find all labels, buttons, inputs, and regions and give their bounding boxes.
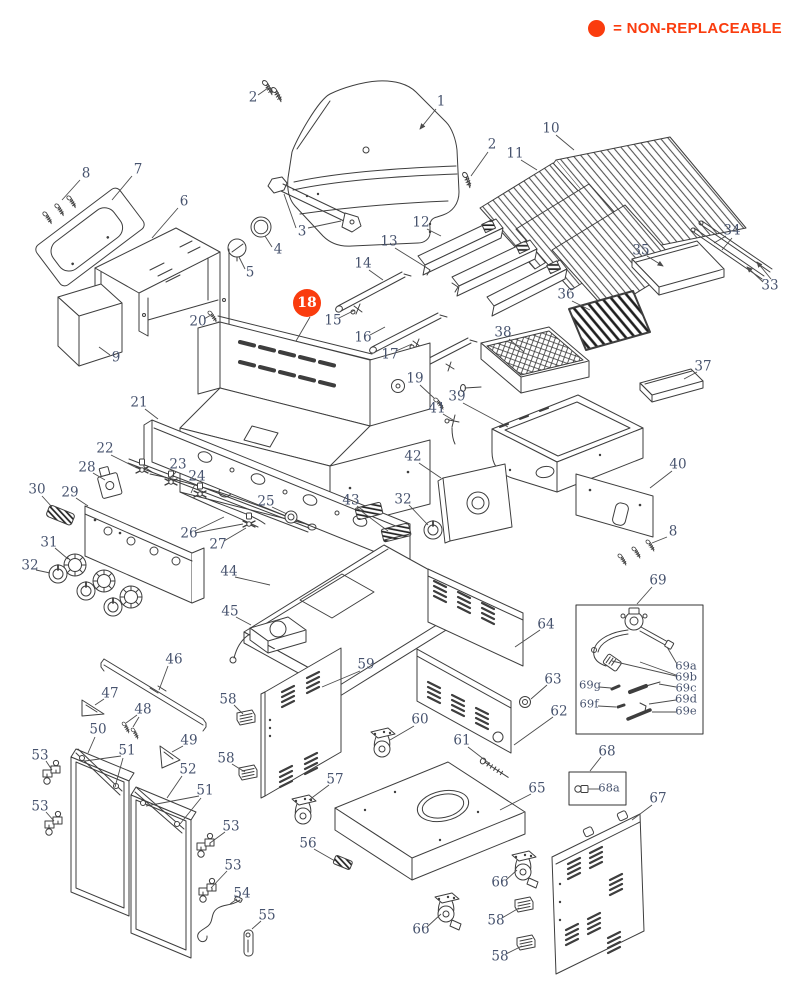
regulator-kit-box-drawing — [575, 604, 704, 735]
bezel-ring-drawing — [250, 216, 272, 238]
screw-icon — [615, 552, 630, 566]
bracket-panel-drawing — [575, 473, 654, 538]
door-hinge-icon — [198, 877, 217, 903]
control-knob-icon — [48, 564, 68, 584]
highlighted-part-18-hotspot[interactable]: 18 — [293, 289, 321, 317]
non-replaceable-dot-icon — [588, 20, 606, 37]
caster-wheel-icon — [291, 794, 317, 825]
crossover-rods-drawing — [690, 220, 773, 280]
locking-caster-icon — [511, 850, 539, 889]
screw-icon — [629, 545, 644, 559]
door-pin-drawing — [243, 929, 254, 957]
screw-icon — [643, 538, 658, 552]
grease-cup-holder-drawing — [229, 616, 307, 664]
door-hinge-icon — [44, 810, 63, 836]
cast-iron-grate-drawing — [568, 290, 651, 351]
sear-burner-drawing — [460, 326, 590, 394]
corner-bracket-drawing — [81, 699, 105, 717]
control-knob-icon — [423, 520, 443, 540]
legend-text: = NON-REPLACEABLE — [613, 20, 782, 37]
screw-icon — [431, 396, 447, 410]
panel-clip-icon — [238, 764, 258, 781]
lid-drawing — [287, 80, 460, 247]
locking-caster-icon — [434, 892, 462, 931]
corner-bracket-drawing — [159, 745, 181, 769]
handle-drawing — [267, 176, 362, 233]
heat-plates-drawing — [417, 218, 568, 317]
retainer-wire-drawing — [197, 895, 243, 943]
griddle-plate-drawing — [631, 240, 725, 296]
grease-shield-drawing — [57, 283, 123, 367]
rear-heat-shield-drawing — [35, 187, 145, 287]
control-knob-icon — [76, 581, 96, 601]
caster-wheel-icon — [370, 727, 396, 758]
valve-manifold-drawing — [127, 458, 317, 533]
screw-icon — [64, 194, 80, 209]
knob-bezel-icon — [119, 585, 143, 609]
lid-screw-icon — [459, 171, 476, 189]
left-door-drawing — [70, 748, 135, 917]
screw-icon — [119, 721, 133, 734]
bolt-drawing — [479, 757, 509, 778]
control-panel-drawing — [84, 505, 205, 604]
cap-plug-drawing — [519, 696, 531, 708]
right-door-drawing — [130, 786, 197, 959]
screw-icon — [128, 727, 142, 740]
igniter-electrode-drawing — [444, 414, 460, 445]
cooking-grates-drawing — [479, 162, 681, 312]
thermometer-drawing — [227, 238, 247, 262]
panel-clip-icon — [514, 896, 534, 913]
non-replaceable-legend: = NON-REPLACEABLE — [588, 20, 782, 37]
rear-cart-panel-drawing — [551, 810, 645, 975]
smoker-tray-drawing — [639, 368, 704, 403]
door-hinge-icon — [196, 832, 215, 858]
side-burner-shelf-drawing — [437, 463, 513, 544]
burner-support-frame-drawing — [491, 394, 644, 493]
panel-clip-icon — [516, 934, 536, 951]
rear-lower-panel-drawing — [427, 568, 524, 667]
cart-crossbar-drawing — [100, 658, 207, 732]
door-hinge-icon — [42, 759, 61, 785]
burner-tubes-drawing — [335, 271, 478, 378]
control-knob-icon — [103, 597, 123, 617]
knob-bezel-icon — [92, 569, 116, 593]
clip-bracket-drawing — [332, 855, 353, 870]
screw-icon — [52, 202, 68, 217]
igniter-module-drawing — [97, 466, 123, 499]
screw-icon — [205, 309, 220, 323]
screw-icon — [40, 210, 56, 225]
fitting-kit-box-drawing — [568, 771, 627, 806]
cart-bottom-shelf-drawing — [334, 761, 526, 881]
panel-clip-icon — [236, 709, 256, 726]
vent-grille-drawing — [46, 504, 75, 526]
